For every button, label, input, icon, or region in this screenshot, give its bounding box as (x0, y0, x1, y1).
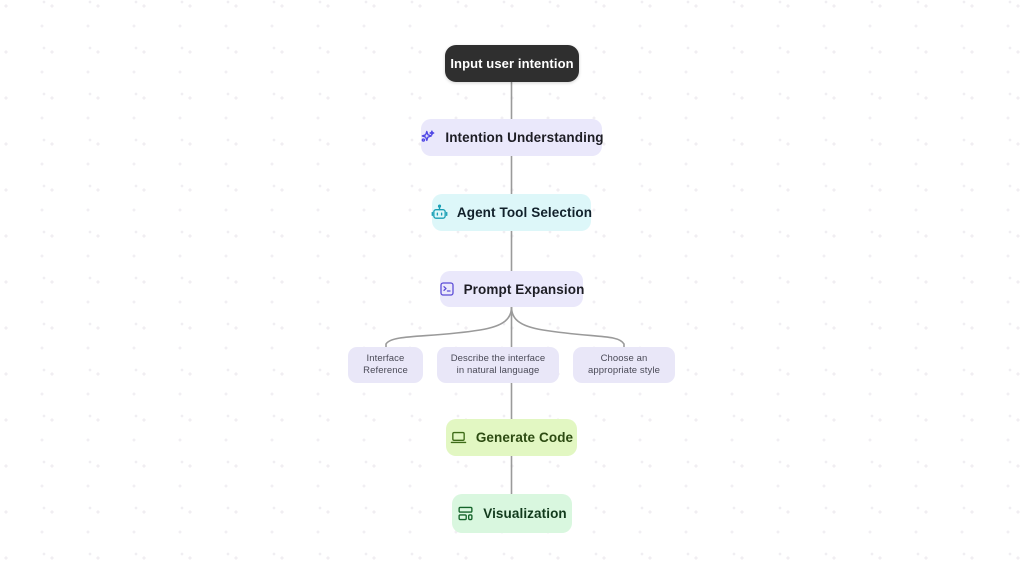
node-label-line2: Reference (363, 365, 408, 376)
sparkles-icon (419, 129, 436, 146)
node-visualization[interactable]: Visualization (452, 494, 572, 533)
edge-prompt-sub3 (510, 306, 625, 347)
node-label-line1: Interface (366, 352, 405, 364)
robot-icon (431, 204, 448, 221)
node-label-line1: Describe the interface (450, 352, 546, 364)
node-label: Intention Understanding (445, 130, 604, 145)
node-label-line2: appropriate style (588, 365, 660, 376)
node-prompt-expansion[interactable]: Prompt Expansion (439, 271, 585, 307)
node-choose-style[interactable]: Choose an appropriate style (573, 347, 675, 383)
laptop-icon (450, 429, 467, 446)
node-interface-reference[interactable]: Interface Reference (348, 347, 423, 383)
node-input-user-intention[interactable]: Input user intention (445, 45, 579, 82)
node-label: Describe the interface in natural langua… (451, 353, 546, 378)
node-label: Input user intention (450, 56, 574, 71)
node-label: Choose an appropriate style (588, 353, 660, 378)
node-label-line1: Choose an (600, 352, 648, 364)
layout-dashboard-icon (457, 505, 474, 522)
node-describe-interface[interactable]: Describe the interface in natural langua… (437, 347, 559, 383)
node-agent-tool-selection[interactable]: Agent Tool Selection (431, 194, 593, 231)
node-intention-understanding[interactable]: Intention Understanding (419, 119, 604, 156)
terminal-icon (439, 281, 455, 297)
node-label: Prompt Expansion (463, 281, 585, 297)
node-label-line2: in natural language (456, 365, 540, 376)
node-label: Visualization (483, 506, 567, 521)
node-generate-code[interactable]: Generate Code (446, 419, 577, 456)
edge-prompt-sub1 (385, 306, 513, 347)
node-label: Generate Code (475, 430, 574, 445)
node-label: Agent Tool Selection (456, 205, 593, 220)
node-label: Interface Reference (363, 353, 408, 378)
